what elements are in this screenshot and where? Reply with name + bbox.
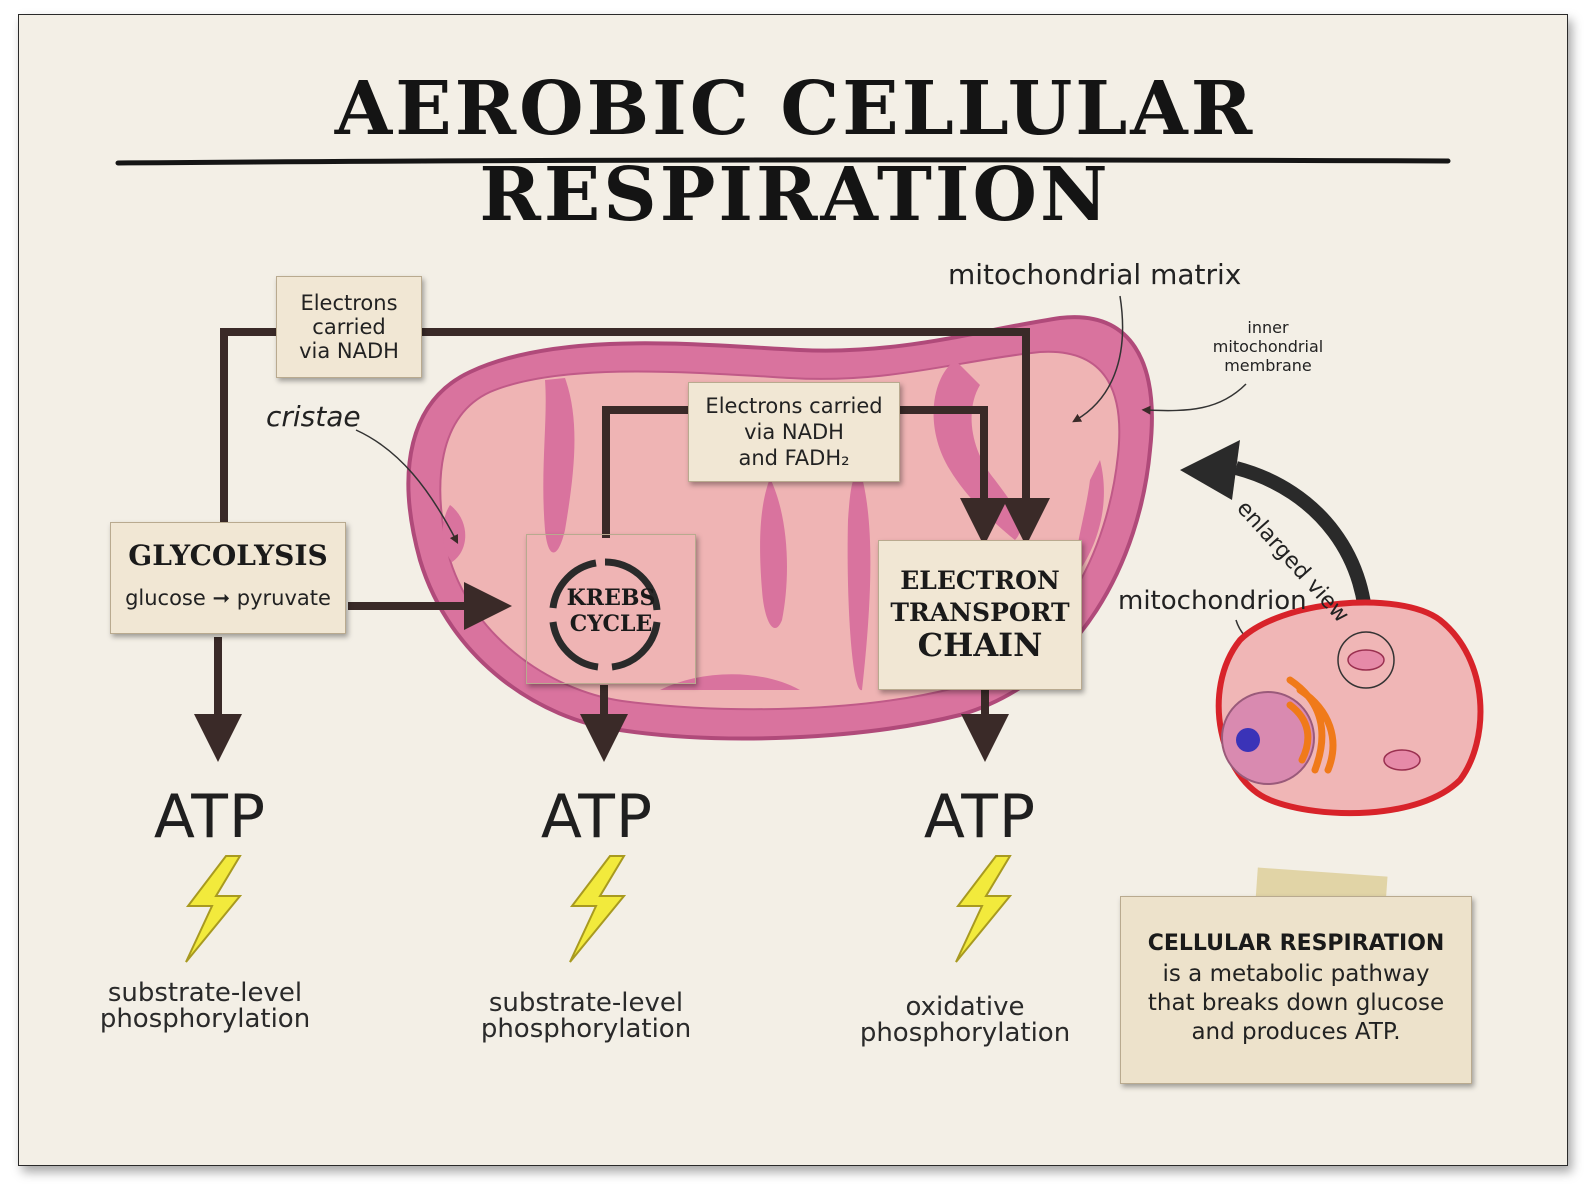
card-electron-transport-chain: ELECTRON TRANSPORT CHAIN bbox=[878, 540, 1082, 690]
glycolysis-arrow-icon: ➞ bbox=[212, 586, 231, 610]
cell-nucleus bbox=[1236, 728, 1260, 752]
small-mitochondrion-1 bbox=[1347, 649, 1385, 671]
crista-6 bbox=[1076, 460, 1104, 570]
phosphorylation-label-glycolysis: substrate-level phosphorylation bbox=[99, 978, 311, 1034]
glycolysis-title: GLYCOLYSIS bbox=[128, 539, 328, 572]
matrix-pointer bbox=[1072, 295, 1124, 423]
golgi-apparatus bbox=[1286, 676, 1337, 774]
glycolysis-from: glucose bbox=[125, 586, 206, 610]
lightning-icon-1 bbox=[185, 855, 243, 963]
card-definition: CELLULAR RESPIRATION is a metabolic path… bbox=[1120, 896, 1472, 1084]
page-title: AEROBIC CELLULAR RESPIRATION bbox=[334, 66, 1256, 238]
enlarged-region-circle bbox=[1337, 631, 1395, 689]
lightning-icon-3 bbox=[955, 855, 1013, 963]
phosphorylation-label-etc: oxidative phosphorylation bbox=[859, 992, 1071, 1048]
card-nadh: Electrons carried via NADH bbox=[276, 276, 422, 378]
phosphorylation-label-krebs: substrate-level phosphorylation bbox=[480, 988, 692, 1044]
label-mitochondrial-matrix: mitochondrial matrix bbox=[948, 258, 1242, 291]
lightning-icon-2 bbox=[569, 855, 627, 963]
membrane-pointer bbox=[1141, 383, 1247, 415]
glycolysis-to: pyruvate bbox=[236, 586, 331, 610]
nadh-line-top bbox=[220, 328, 1050, 546]
definition-term: CELLULAR RESPIRATION bbox=[1147, 931, 1445, 956]
krebs-cycle-arrows-icon bbox=[549, 558, 661, 671]
label-mitochondrion: mitochondrion bbox=[1118, 586, 1307, 616]
crista-3 bbox=[760, 478, 787, 629]
cell-nucleus-envelope bbox=[1221, 691, 1315, 785]
label-cristae: cristae bbox=[266, 400, 361, 433]
atp-label-etc: ATP bbox=[923, 782, 1037, 852]
crista-1 bbox=[543, 378, 575, 553]
atp-label-glycolysis: ATP bbox=[153, 782, 267, 852]
card-krebs-cycle: KREBS CYCLE bbox=[526, 534, 696, 684]
card-glycolysis: GLYCOLYSIS glucose ➞ pyruvate bbox=[110, 522, 346, 634]
enlarged-view-arrowhead bbox=[1180, 440, 1240, 500]
crista-2 bbox=[442, 505, 466, 562]
atp-label-krebs: ATP bbox=[540, 782, 654, 852]
label-inner-membrane: inner mitochondrial membrane bbox=[1212, 318, 1324, 375]
card-nadh-fadh2: Electrons carried via NADH and FADH₂ bbox=[688, 382, 900, 482]
crista-4 bbox=[847, 470, 871, 691]
small-mitochondrion-2 bbox=[1383, 749, 1421, 771]
crista-5 bbox=[933, 360, 1021, 540]
cristae-pointer bbox=[355, 429, 459, 544]
